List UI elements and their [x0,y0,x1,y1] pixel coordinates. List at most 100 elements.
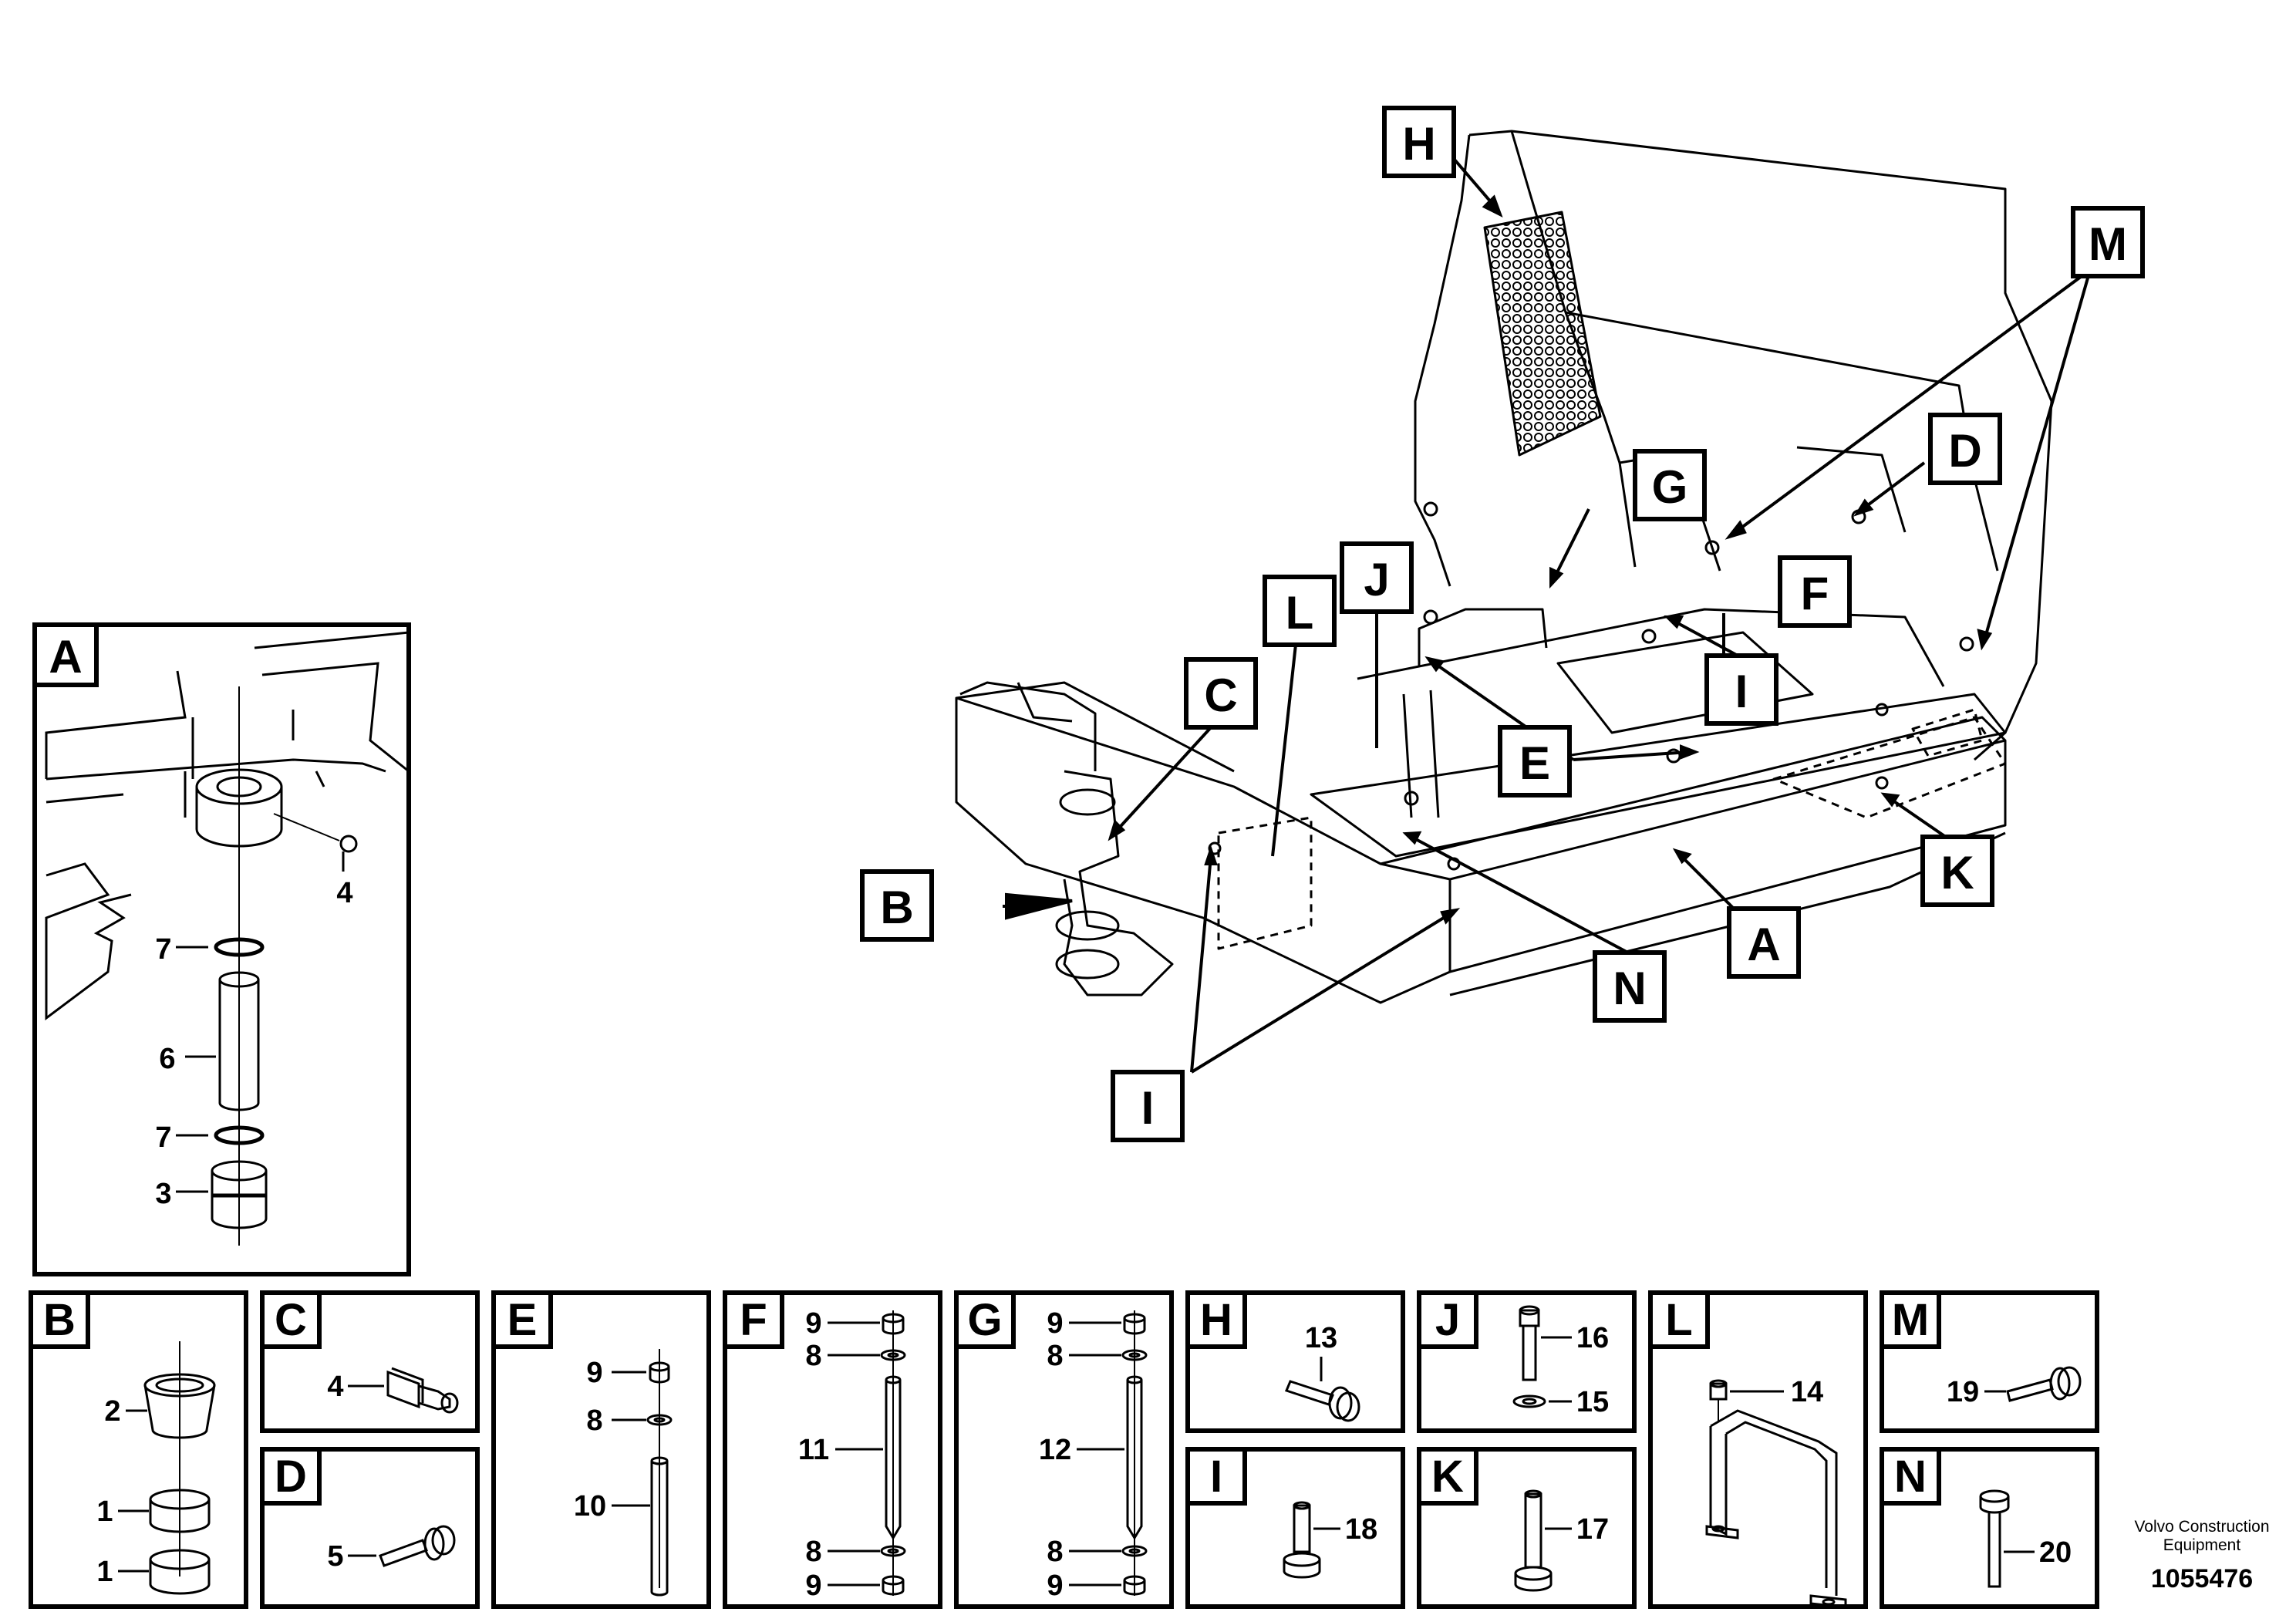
svg-text:8: 8 [1047,1536,1063,1568]
svg-text:18: 18 [1345,1513,1377,1546]
panel-tag: B [33,1295,90,1349]
svg-text:16: 16 [1576,1322,1609,1354]
svg-text:I: I [1141,1082,1155,1134]
svg-text:12: 12 [1039,1434,1071,1466]
panel-c: C 4 [260,1290,480,1433]
panel-tag: C [265,1295,322,1349]
panel-tag: L [1653,1295,1710,1349]
svg-text:E: E [1519,737,1550,789]
svg-text:10: 10 [574,1490,606,1523]
svg-text:17: 17 [1576,1513,1609,1546]
callout-D: D [1928,413,2002,485]
company-name: Volvo Construction Equipment [2113,1518,2291,1555]
callout-I-bottom: I [1111,1070,1185,1142]
svg-text:9: 9 [1047,1570,1063,1602]
svg-text:9: 9 [805,1307,821,1340]
screw-washer-parts: 16 15 [1512,1305,1609,1418]
panel-g: G 9 8 12 8 9 [954,1290,1174,1609]
callout-B: B [860,869,934,942]
svg-text:M: M [2089,218,2127,270]
stud-parts: 9 8 11 8 9 [798,1307,906,1602]
panel-tag: H [1190,1295,1247,1349]
machine-illustration [955,130,2053,1004]
panel-tag: M [1884,1295,1941,1349]
svg-text:19: 19 [1947,1376,1979,1408]
detail-a-panel: A [32,622,411,1276]
callout-N: N [1593,950,1667,1023]
panel-k: K 17 [1417,1447,1637,1609]
panel-tag: K [1421,1452,1478,1506]
svg-text:3: 3 [155,1178,171,1210]
svg-text:A: A [49,631,82,683]
panel-tag: I [1190,1452,1247,1506]
panel-j: J 16 15 [1417,1290,1637,1433]
leader-lines [1003,153,2092,1074]
svg-text:4: 4 [327,1371,343,1403]
panel-tag: G [959,1295,1016,1349]
panel-tag: F [727,1295,784,1349]
company-line-2: Equipment [2163,1536,2241,1554]
svg-text:L: L [1286,587,1314,639]
panel-l: L 14 [1648,1290,1868,1609]
svg-text:2: 2 [104,1395,120,1428]
svg-text:5: 5 [327,1540,343,1573]
panel-i: I 18 [1185,1447,1405,1609]
svg-text:13: 13 [1305,1322,1337,1354]
callout-I-top: I [1704,653,1778,726]
company-line-1: Volvo Construction [2134,1518,2270,1536]
panel-b: B 2 1 1 [29,1290,248,1609]
callout-H: H [1382,106,1456,178]
callout-J: J [1340,541,1414,614]
callout-E: E [1498,725,1572,798]
svg-text:7: 7 [155,933,171,966]
svg-text:9: 9 [1047,1307,1063,1340]
grease-nipple-part: 4 [327,1367,459,1414]
rod-parts: 9 8 10 [574,1349,673,1597]
panel-tag: J [1421,1295,1478,1349]
svg-text:F: F [1801,568,1829,619]
bolt-part: 19 [1947,1366,2082,1408]
svg-text:K: K [1940,847,1974,899]
svg-text:1: 1 [96,1496,113,1528]
callout-M: M [2071,206,2145,278]
svg-text:8: 8 [586,1404,602,1437]
svg-text:G: G [1652,461,1688,513]
stud-parts: 9 8 12 8 9 [1039,1307,1148,1602]
svg-text:8: 8 [805,1340,821,1372]
svg-text:H: H [1402,118,1435,170]
svg-text:14: 14 [1791,1376,1823,1408]
panel-h: H 13 [1185,1290,1405,1433]
panel-tag: E [496,1295,553,1349]
bushing-parts: 2 1 1 [96,1341,216,1595]
flange-bolt-part: 20 [1979,1489,2072,1588]
flange-bolt-part: 13 [1284,1322,1360,1422]
handrail-part: 14 [1705,1376,1847,1609]
callout-L: L [1263,575,1337,647]
panel-e: E 9 8 10 [491,1290,711,1609]
svg-text:N: N [1613,963,1646,1014]
panel-tag: N [1884,1452,1941,1506]
svg-text:8: 8 [805,1536,821,1568]
callout-F: F [1778,555,1852,628]
svg-text:9: 9 [586,1357,602,1389]
drawing-number: 1055476 [2150,1564,2254,1593]
main-diagram: H M D G J F L C I E K B [32,106,2145,1276]
svg-text:D: D [1948,425,1981,477]
svg-text:A: A [1747,919,1780,970]
callout-A: A [1727,906,1801,979]
svg-text:9: 9 [805,1570,821,1602]
bolt-part: 5 [327,1525,456,1573]
svg-text:8: 8 [1047,1340,1063,1372]
callout-G: G [1633,449,1707,521]
svg-text:4: 4 [336,877,352,909]
panel-f: F 9 8 11 8 9 [723,1290,942,1609]
callout-K: K [1920,835,1994,907]
svg-text:7: 7 [155,1121,171,1154]
callout-C: C [1184,657,1258,730]
panel-tag: D [265,1452,322,1506]
flange-screw-part: 18 [1283,1501,1377,1579]
svg-text:11: 11 [798,1434,829,1466]
svg-text:6: 6 [159,1043,175,1075]
svg-text:C: C [1204,669,1237,721]
panel-d: D 5 [260,1447,480,1609]
